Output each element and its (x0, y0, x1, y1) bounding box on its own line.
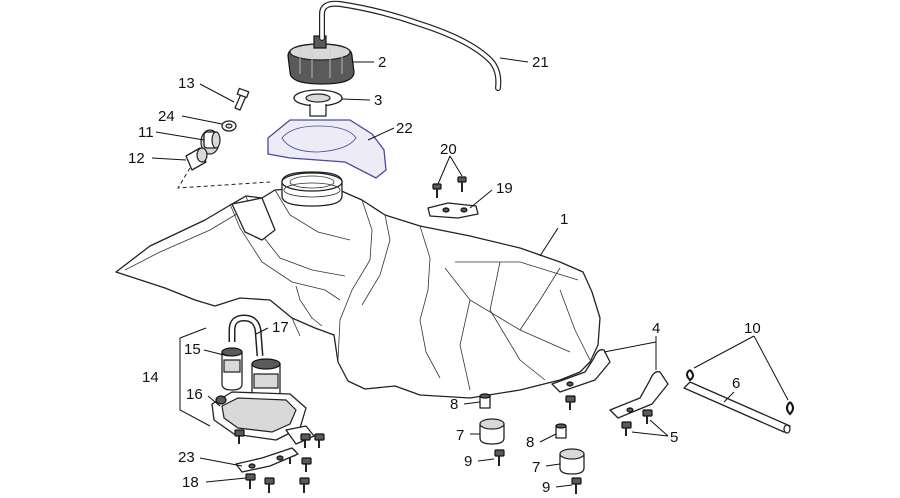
bracket-4a[interactable] (551, 349, 611, 393)
screw-5a[interactable] (565, 395, 576, 410)
label-part-13: 13 (178, 75, 195, 92)
label-part-9b: 9 (542, 479, 550, 496)
filler-cover[interactable] (267, 119, 387, 179)
screw-20a[interactable] (432, 183, 442, 198)
fuel-cap[interactable] (287, 35, 355, 85)
screw-5b[interactable] (642, 409, 653, 424)
label-part-3: 3 (374, 92, 382, 109)
fuel-tank[interactable] (115, 171, 601, 399)
label-part-2: 2 (378, 54, 386, 71)
label-part-19: 19 (496, 180, 513, 197)
rod-6[interactable] (683, 381, 791, 434)
rubber-mount-7a[interactable] (479, 418, 505, 445)
label-part-9a: 9 (464, 453, 472, 470)
screw-18c[interactable] (299, 477, 310, 493)
pump-screw-a[interactable] (234, 429, 245, 444)
label-part-1: 1 (560, 211, 568, 228)
bolt-13[interactable] (234, 87, 250, 111)
callout-labels: 1 2 3 4 5 6 7 7 8 8 9 9 10 11 12 13 14 1… (128, 54, 761, 496)
clip-10a[interactable] (686, 369, 694, 382)
label-part-8b: 8 (526, 434, 534, 451)
label-part-7a: 7 (456, 427, 464, 444)
leader-lines (151, 57, 789, 488)
cap-gasket[interactable] (293, 89, 343, 117)
alignment-line (177, 167, 271, 189)
label-part-16: 16 (186, 386, 203, 403)
label-part-7b: 7 (532, 459, 540, 476)
label-part-24: 24 (158, 108, 175, 125)
label-part-18: 18 (182, 474, 199, 491)
group-bracket-14 (179, 327, 211, 427)
vent-hose[interactable] (319, 0, 502, 91)
rubber-mount-7b[interactable] (559, 448, 585, 475)
washer-24[interactable] (221, 120, 237, 132)
screw-20b[interactable] (457, 176, 467, 192)
label-part-14: 14 (142, 369, 159, 386)
nut-8a[interactable] (479, 393, 491, 409)
label-part-22: 22 (396, 120, 413, 137)
label-part-21: 21 (532, 54, 549, 71)
nut-8b[interactable] (555, 423, 567, 439)
clip-10b[interactable] (786, 401, 794, 416)
label-part-4: 4 (652, 320, 660, 337)
screw-18a[interactable] (245, 473, 256, 489)
label-part-10: 10 (744, 320, 761, 337)
screw-9a[interactable] (494, 449, 505, 466)
screw-9b[interactable] (571, 477, 582, 494)
label-part-6: 6 (732, 375, 740, 392)
label-part-23: 23 (178, 449, 195, 466)
bracket-19[interactable] (427, 202, 479, 219)
plate-23[interactable] (235, 447, 299, 473)
label-part-12: 12 (128, 150, 145, 167)
spacer-12[interactable] (185, 147, 208, 171)
pump-screw-e[interactable] (301, 457, 312, 472)
bracket-4b[interactable] (609, 371, 669, 419)
label-part-17: 17 (272, 319, 289, 336)
label-part-5: 5 (670, 429, 678, 446)
fuel-pump-assembly[interactable] (211, 314, 315, 445)
label-part-11: 11 (138, 124, 154, 141)
label-part-20: 20 (440, 141, 457, 158)
pump-screw-c[interactable] (314, 433, 325, 448)
pump-screw-b[interactable] (300, 433, 311, 448)
label-part-8a: 8 (450, 396, 458, 413)
screw-5c[interactable] (621, 421, 632, 436)
label-part-15: 15 (184, 341, 201, 358)
screw-18b[interactable] (264, 477, 275, 493)
